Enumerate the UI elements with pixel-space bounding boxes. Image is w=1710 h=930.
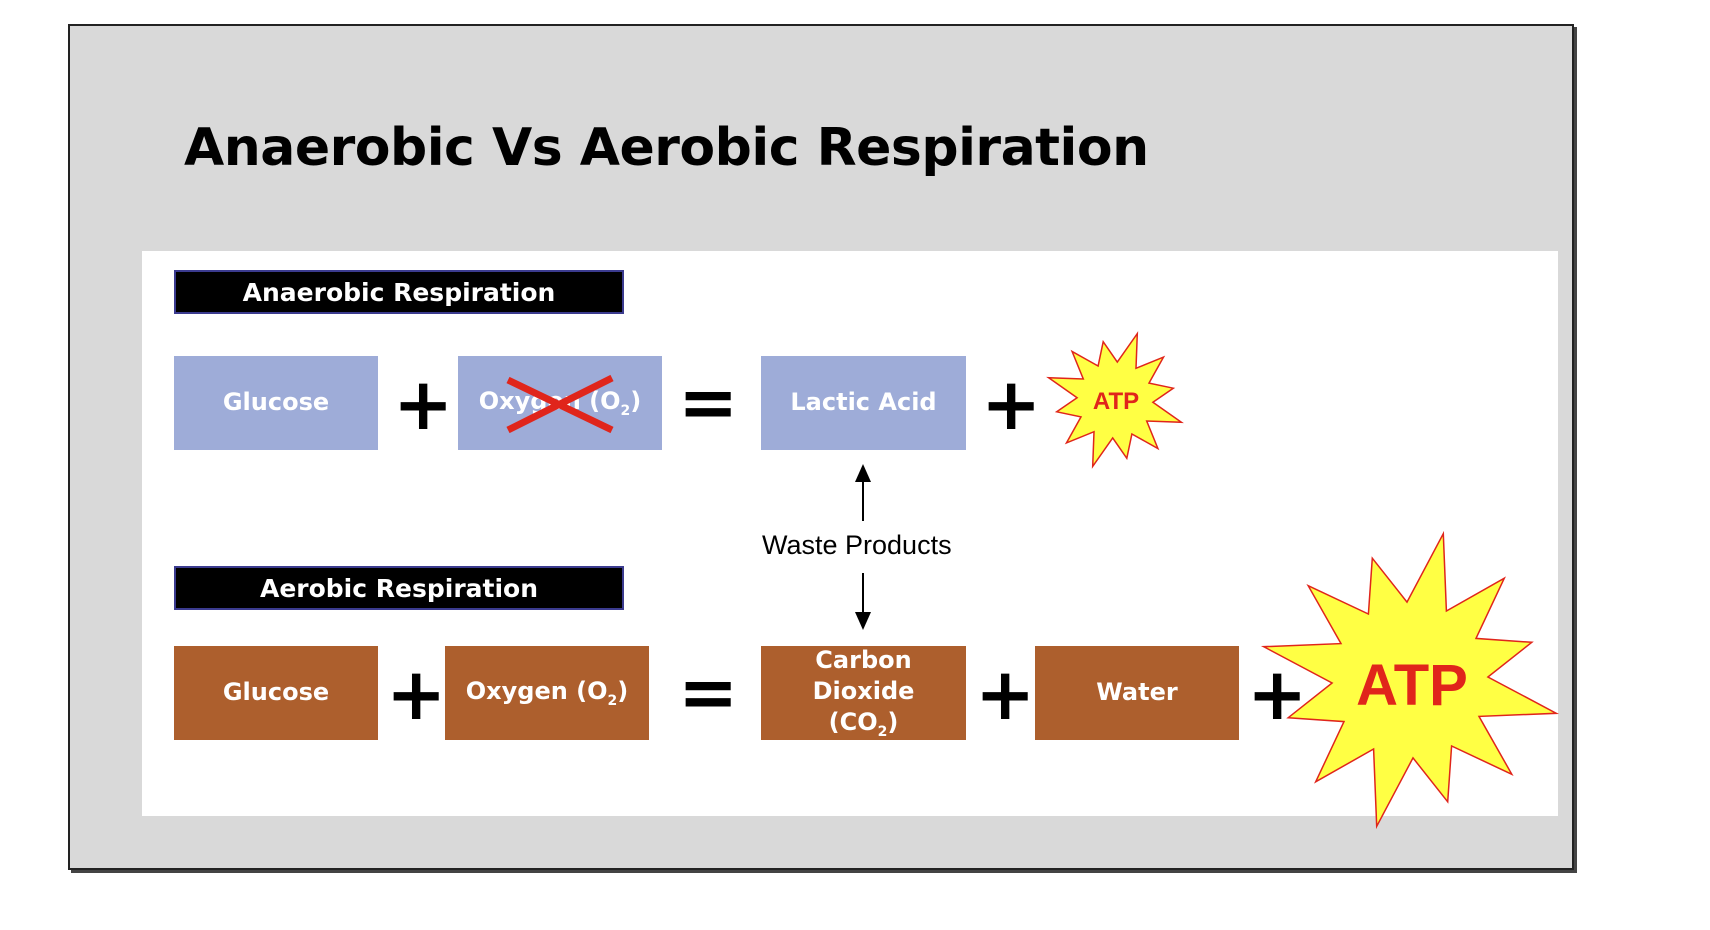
crossed-out-icon bbox=[506, 374, 614, 434]
aerobic-header: Aerobic Respiration bbox=[174, 566, 624, 610]
anaerobic-glucose-box: Glucose bbox=[174, 356, 378, 450]
small-atp-burst-icon: ATP bbox=[1046, 331, 1184, 469]
aerobic-glucose-label: Glucose bbox=[222, 678, 330, 707]
aerobic-oxygen-label: Oxygen (O2) bbox=[465, 677, 629, 709]
carbon-dioxide-label: Carbon Dioxide bbox=[812, 645, 915, 706]
lactic-acid-label: Lactic Acid bbox=[790, 388, 937, 417]
water-box: Water bbox=[1035, 646, 1239, 740]
anaerobic-lactic-acid-box: Lactic Acid bbox=[761, 356, 966, 450]
slide-title: Anaerobic Vs Aerobic Respiration bbox=[184, 118, 1149, 178]
carbon-dioxide-formula: (CO2) bbox=[828, 708, 899, 740]
large-atp-label: ATP bbox=[1356, 653, 1468, 718]
anaerobic-header: Anaerobic Respiration bbox=[174, 270, 624, 314]
carbon-dioxide-box: Carbon Dioxide (CO2) bbox=[761, 646, 966, 740]
small-atp-label: ATP bbox=[1093, 388, 1139, 415]
anaerobic-glucose-label: Glucose bbox=[222, 388, 330, 417]
aerobic-glucose-box: Glucose bbox=[174, 646, 378, 740]
large-atp-burst-icon: ATP bbox=[1260, 530, 1560, 830]
anaerobic-equals: = bbox=[678, 360, 739, 444]
water-label: Water bbox=[1096, 678, 1178, 707]
aerobic-equals: = bbox=[678, 650, 739, 734]
aerobic-oxygen-box: Oxygen (O2) bbox=[445, 646, 649, 740]
waste-products-label: Waste Products bbox=[762, 530, 952, 560]
